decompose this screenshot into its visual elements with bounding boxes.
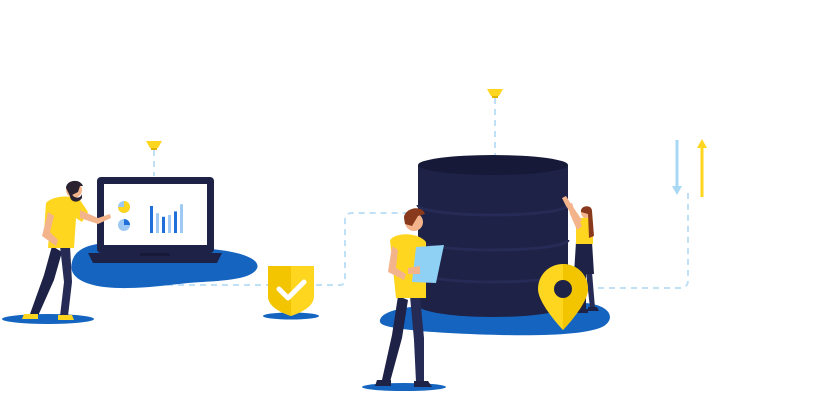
pie-chart-icon — [118, 201, 130, 231]
screen-bar — [150, 206, 153, 233]
shield-check-icon — [268, 266, 314, 316]
screen-bar — [174, 211, 177, 233]
laptop-base — [88, 253, 222, 263]
location-pin-icon — [538, 264, 588, 330]
screen-bar — [168, 215, 171, 233]
floor-shadow — [2, 314, 94, 324]
screen-bar — [156, 213, 159, 233]
connector-database-to-arrows — [598, 190, 689, 289]
up-down-arrows-icon — [672, 139, 707, 197]
screen-bar — [162, 216, 165, 233]
connector-shield-to-database — [316, 212, 418, 286]
man-holding-tablet — [375, 208, 444, 387]
laptop-icon — [88, 177, 222, 263]
bar-chart-icon — [150, 204, 183, 233]
screen-bar — [180, 204, 183, 233]
man-pointing-at-laptop — [22, 180, 111, 320]
lamp-icon-left — [146, 141, 162, 150]
laptop-screen — [104, 184, 207, 245]
lamp-icon-right — [487, 89, 503, 98]
floor-shadow — [362, 383, 446, 391]
